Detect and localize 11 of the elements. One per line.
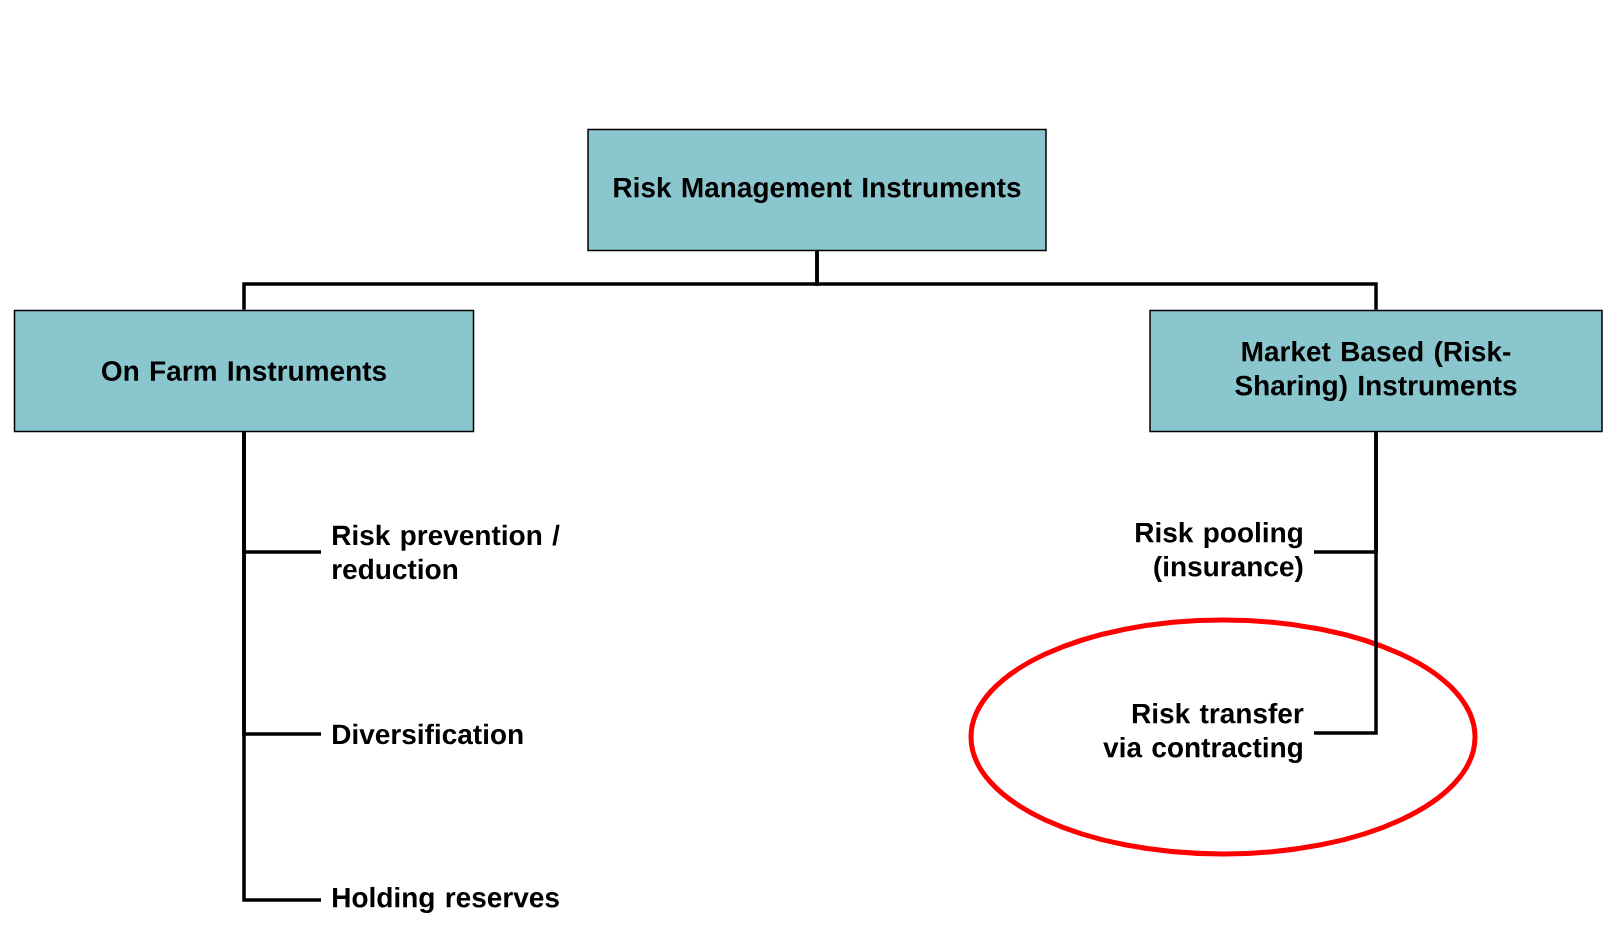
category-box: Market Based (Risk-Sharing) Instruments xyxy=(1149,309,1603,433)
item-text: Risk transfer via contracting xyxy=(1103,702,1304,764)
category-box: Risk Management Instruments xyxy=(587,128,1047,252)
category-box: On Farm Instruments xyxy=(13,309,475,433)
item-text: Diversification xyxy=(333,723,523,745)
connector xyxy=(815,251,1378,310)
connector xyxy=(1314,432,1378,735)
item-text: Holding reserves xyxy=(333,886,559,914)
connector xyxy=(242,432,321,902)
item-text: Risk prevention / reduction xyxy=(333,524,560,580)
item-text: Risk pooling (insurance) xyxy=(1136,521,1303,583)
